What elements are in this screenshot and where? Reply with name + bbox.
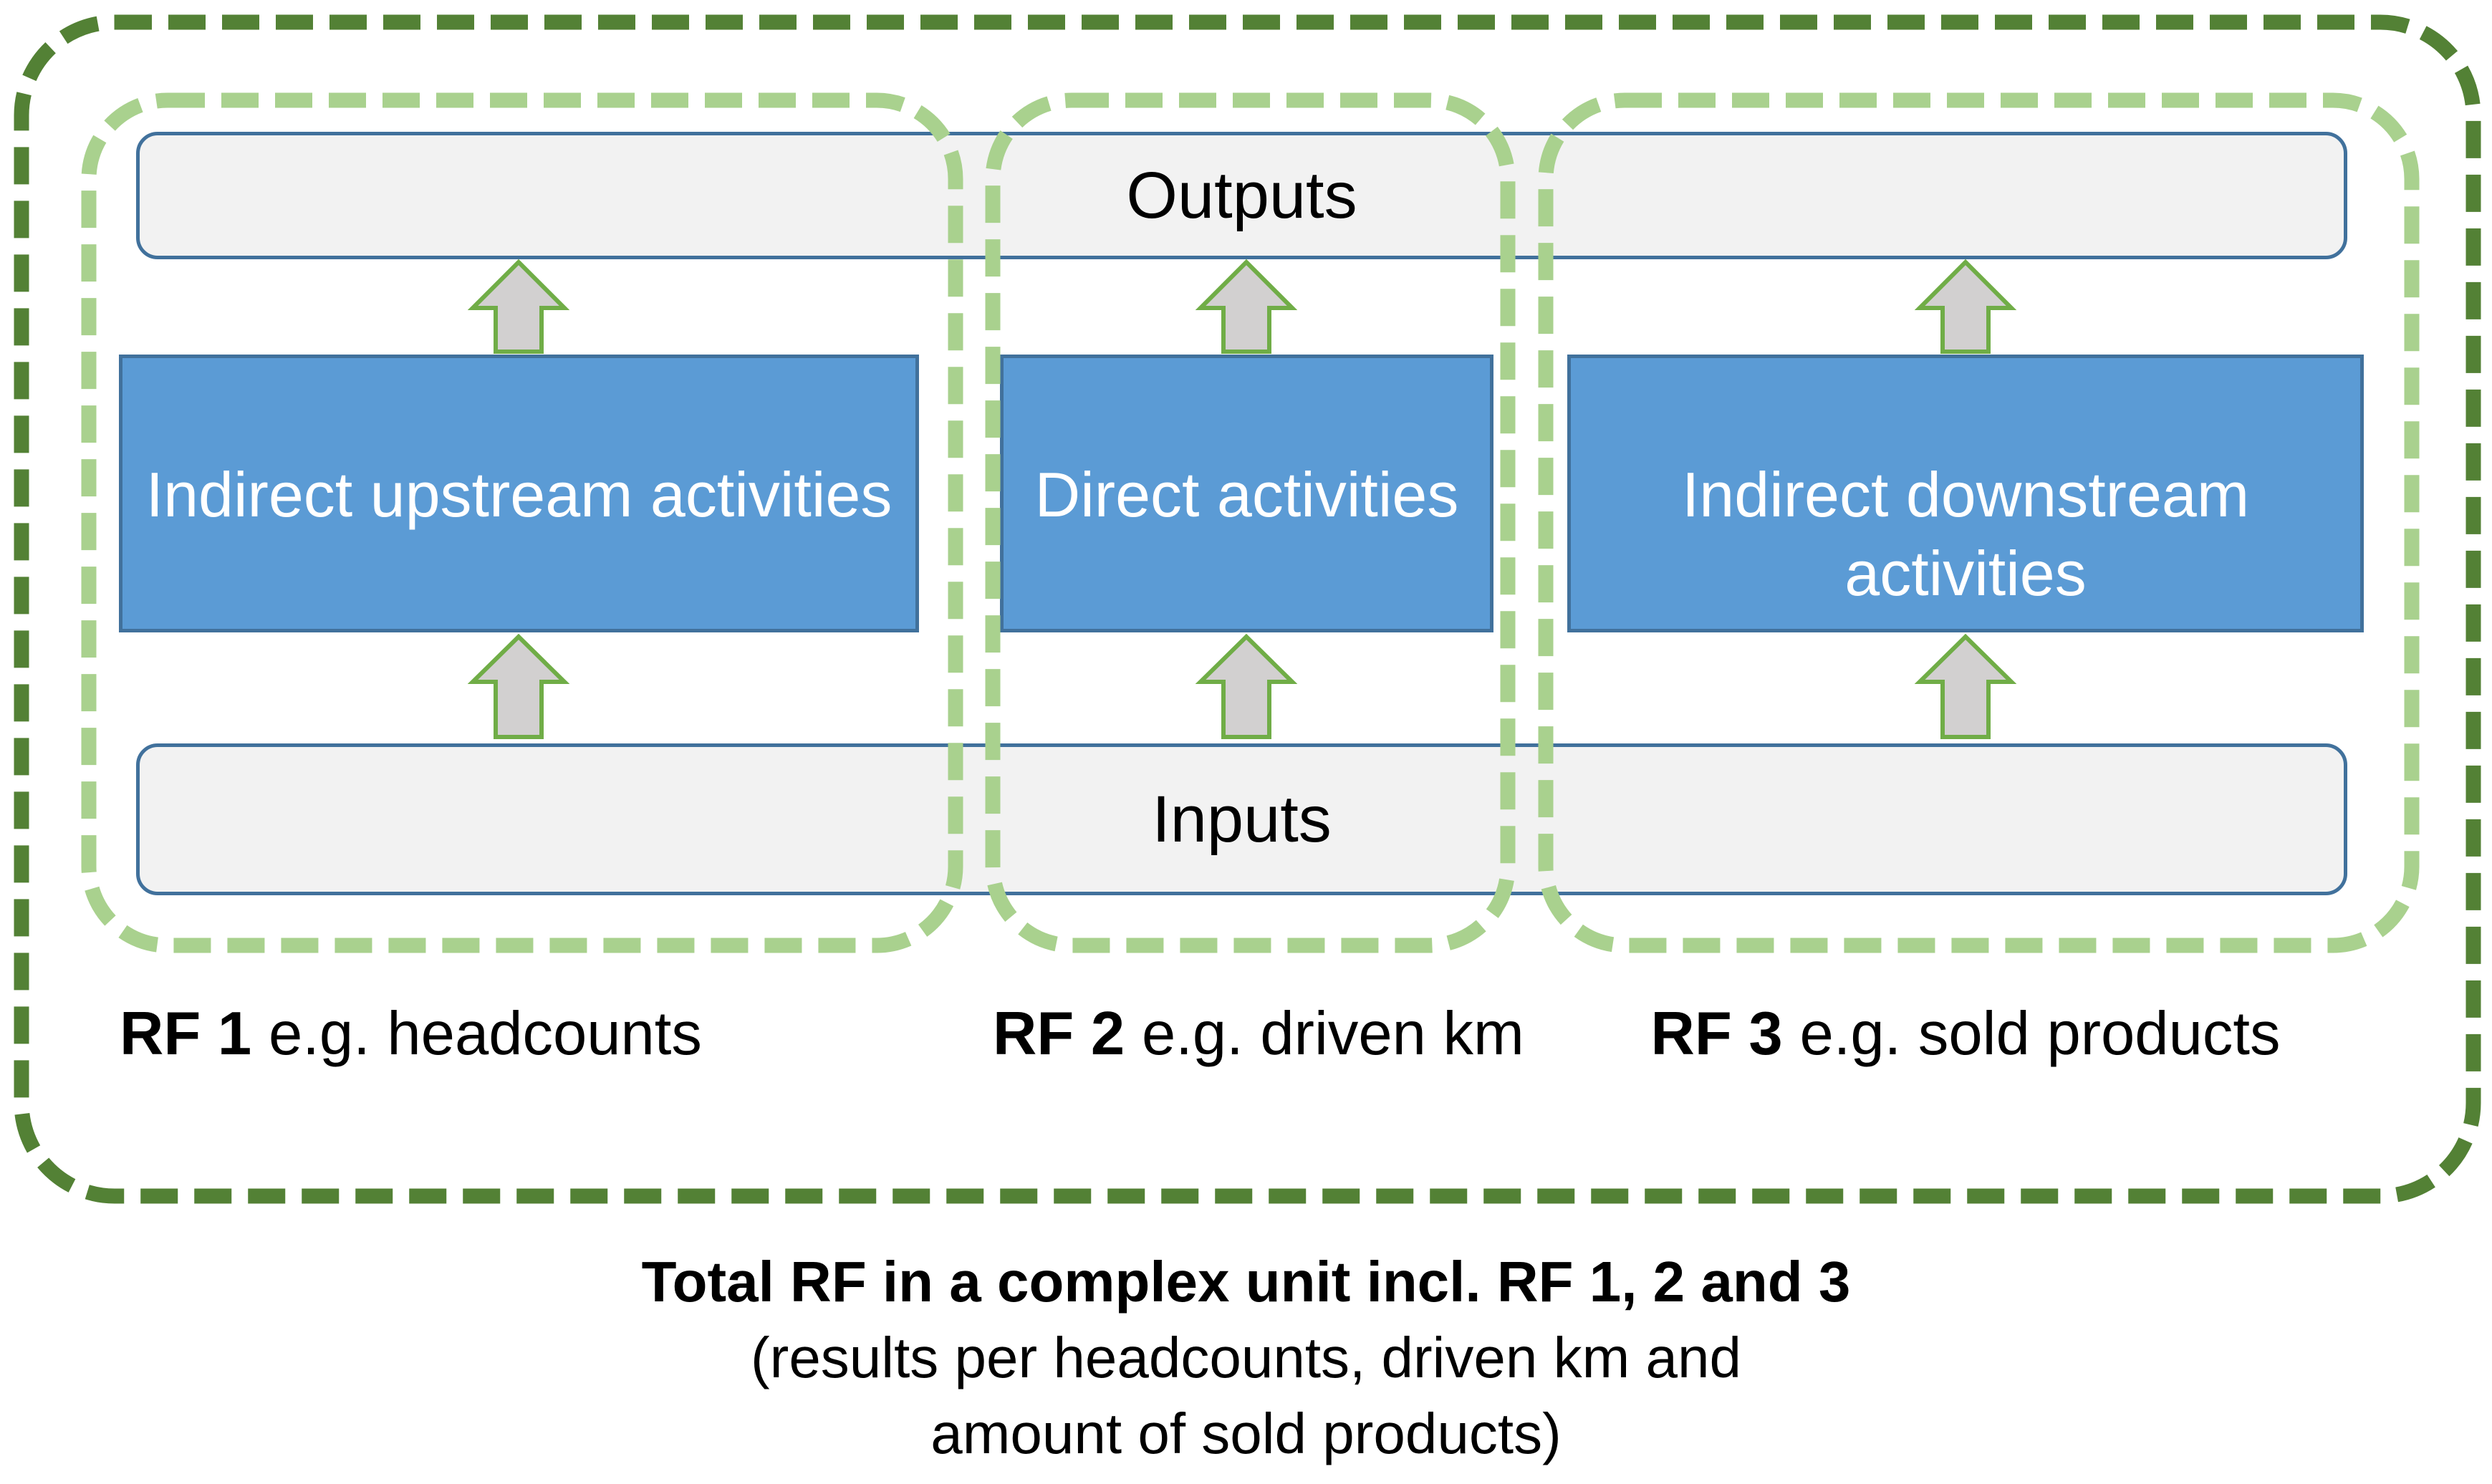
rf1-example: e.g. headcounts bbox=[269, 1000, 702, 1068]
direct-activities-box: Direct activities bbox=[1000, 355, 1493, 632]
outputs-bar: Outputs bbox=[136, 132, 2347, 259]
upper-arrows bbox=[467, 259, 2017, 354]
rf1-prefix: RF 1 bbox=[120, 1000, 252, 1068]
caption-line-1: Total RF in a complex unit incl. RF 1, 2… bbox=[641, 1250, 1851, 1314]
up-arrow-icon bbox=[1195, 259, 1298, 354]
lower-arrows bbox=[467, 633, 2017, 739]
activity-label: Direct activities bbox=[1034, 459, 1459, 530]
up-arrow-icon bbox=[1195, 633, 1298, 739]
up-arrow-icon bbox=[467, 633, 570, 739]
outputs-label: Outputs bbox=[1126, 158, 1357, 232]
up-arrow-icon bbox=[1914, 633, 2017, 739]
up-arrow-icon bbox=[467, 259, 570, 354]
caption-line-2: (results per headcounts, driven km and bbox=[751, 1326, 1741, 1389]
rf3-example: e.g. sold products bbox=[1799, 1000, 2281, 1068]
up-arrow-icon bbox=[1914, 259, 2017, 354]
rf2-prefix: RF 2 bbox=[993, 1000, 1125, 1068]
indirect-downstream-activities-box: Indirect downstream activities bbox=[1567, 355, 2364, 632]
activity-label: Indirect upstream activities bbox=[145, 459, 893, 530]
inputs-label: Inputs bbox=[1152, 782, 1332, 856]
caption-line-3: amount of sold products) bbox=[930, 1402, 1562, 1465]
inputs-bar: Inputs bbox=[136, 743, 2347, 895]
caption: Total RF in a complex unit incl. RF 1, 2… bbox=[0, 1244, 2492, 1472]
indirect-upstream-activities-box: Indirect upstream activities bbox=[119, 355, 919, 632]
rf3-prefix: RF 3 bbox=[1650, 1000, 1783, 1068]
rf2-example: e.g. driven km bbox=[1142, 1000, 1524, 1068]
activity-label: Indirect downstream activities bbox=[1681, 459, 2250, 609]
